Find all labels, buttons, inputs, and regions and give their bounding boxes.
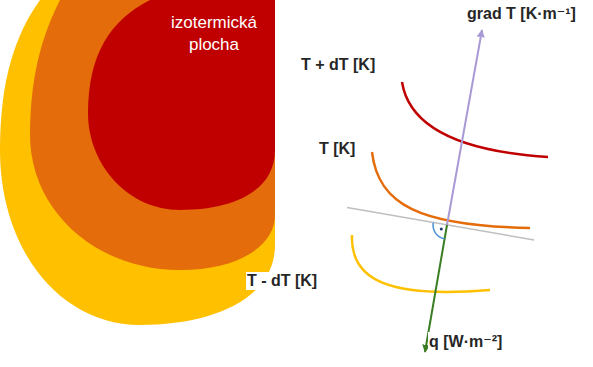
isotherm-cold bbox=[352, 235, 490, 292]
label-holder: T [K] bbox=[318, 140, 356, 158]
quantity-label: T + dT [K] bbox=[300, 56, 376, 74]
outer-isothermal-surface bbox=[0, 0, 275, 325]
label-holder: T + dT [K] bbox=[300, 56, 376, 74]
isothermal-surface: izotermická plocha bbox=[88, 0, 275, 210]
quantity-label: T - dT [K] bbox=[246, 272, 318, 290]
label-holder: T - dT [K] bbox=[246, 272, 318, 290]
surface-label: izotermická plocha bbox=[156, 0, 272, 56]
label-holder: q [W·m⁻²] bbox=[428, 332, 503, 351]
quantity-label: T [K] bbox=[318, 140, 356, 158]
tangent-line bbox=[347, 208, 534, 241]
right-angle-dot bbox=[440, 228, 443, 231]
isotherm-hot bbox=[402, 82, 548, 157]
middle-isothermal-surface bbox=[30, 0, 275, 270]
quantity-label: grad T [K·m⁻¹] bbox=[466, 4, 577, 23]
gradient-arrow bbox=[447, 30, 482, 225]
label-holder: grad T [K·m⁻¹] bbox=[466, 4, 577, 23]
quantity-label: q [W·m⁻²] bbox=[428, 332, 503, 351]
right-angle-mark bbox=[433, 223, 445, 239]
surface-fill bbox=[88, 0, 275, 210]
